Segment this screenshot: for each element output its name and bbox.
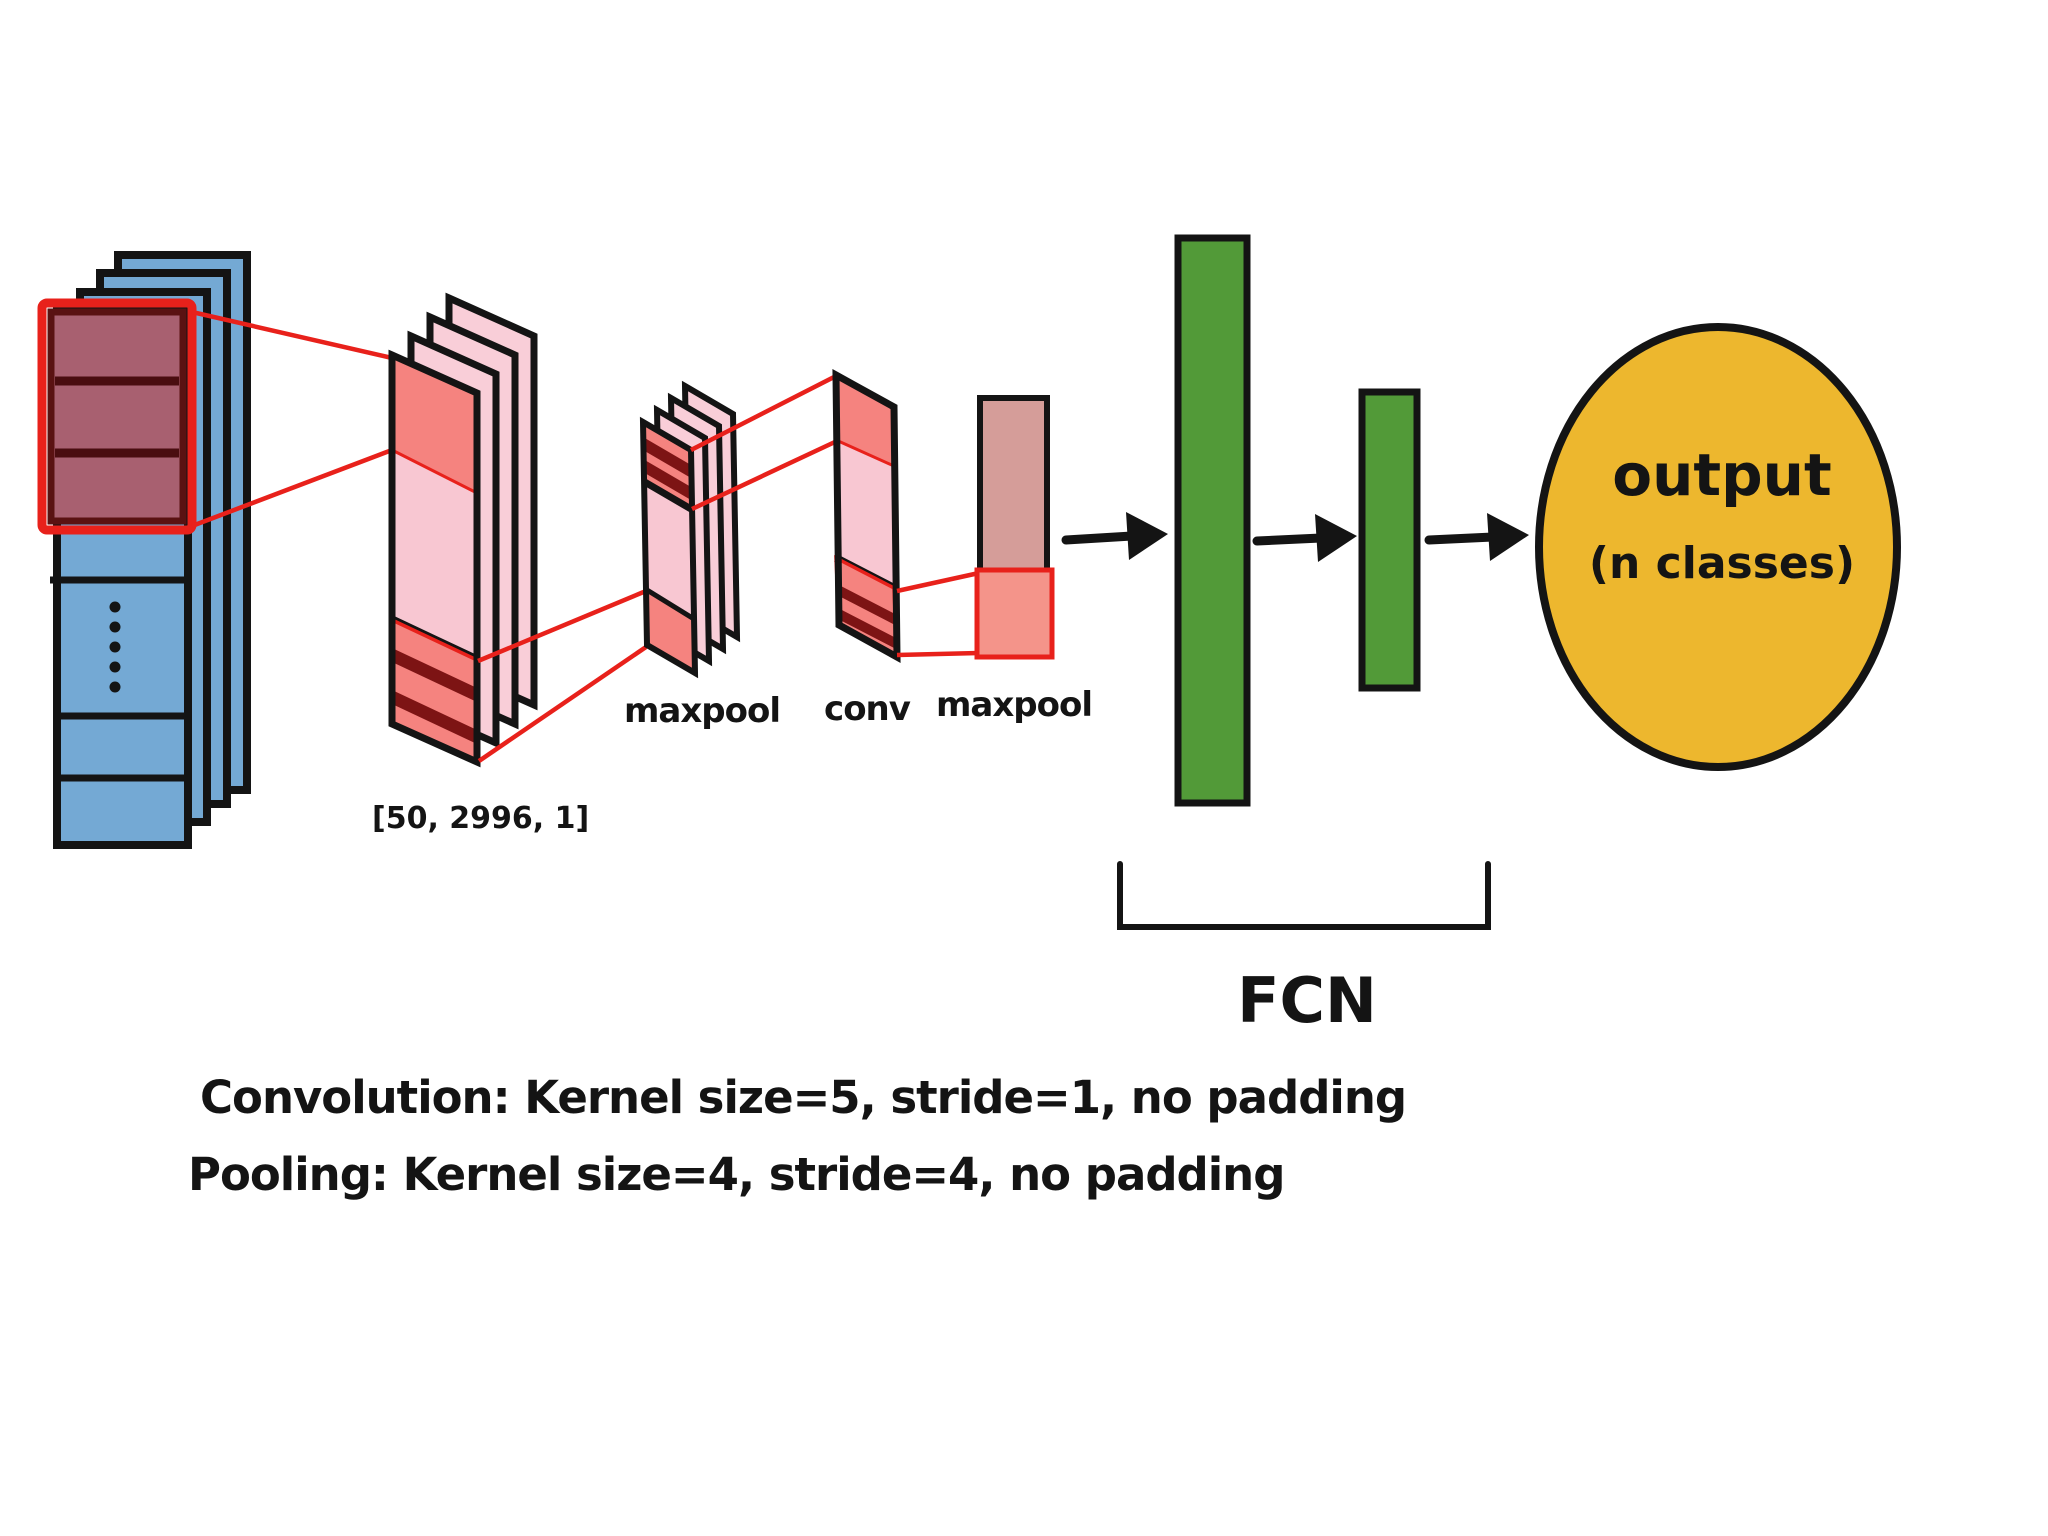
conv2-outline xyxy=(832,369,901,663)
projection-lines-input-to-conv1 xyxy=(191,309,393,529)
conv2-label: conv xyxy=(824,689,911,729)
fcn-bracket xyxy=(1117,861,1491,930)
hyperparameter-notes: Convolution: Kernel size=5, stride=1, no… xyxy=(188,1071,1407,1201)
projection-line xyxy=(896,650,980,658)
arrow-right-icon xyxy=(1061,512,1168,560)
fc-layer-2 xyxy=(1358,388,1421,692)
kernel-stripe xyxy=(643,459,691,500)
note-pooling: Pooling: Kernel size=4, stride=4, no pad… xyxy=(188,1148,1284,1201)
kernel-stripe xyxy=(392,648,477,702)
band-divider xyxy=(645,587,696,622)
note-convolution: Convolution: Kernel size=5, stride=1, no… xyxy=(200,1071,1406,1124)
projection-line xyxy=(477,588,647,664)
projection-line xyxy=(896,570,980,594)
projection-line xyxy=(477,645,648,763)
fc-layer-1 xyxy=(1174,234,1251,807)
kernel-stripe xyxy=(643,437,691,478)
projection-lines-conv2-to-maxpool2 xyxy=(896,570,980,658)
projection-lines-conv1-to-maxpool1 xyxy=(477,588,648,763)
output-label: output xyxy=(1612,441,1831,509)
projection-line xyxy=(191,447,393,529)
flow-arrows xyxy=(1061,512,1529,562)
ellipsis-dots-icon xyxy=(109,601,121,693)
maxpool1-label: maxpool xyxy=(624,691,780,731)
conv2-layer: conv xyxy=(824,369,912,729)
kernel-band-red-edge xyxy=(835,438,895,468)
maxpool2-pooled-region xyxy=(974,567,1055,660)
conv1-stack: [50, 2996, 1] xyxy=(372,292,589,836)
maxpool1-stack: maxpool xyxy=(624,380,781,731)
fc-layers: FCN xyxy=(1117,234,1491,1037)
output-node: output (n classes) xyxy=(1535,323,1901,771)
output-subtitle: (n classes) xyxy=(1589,538,1855,589)
receptive-field-fill xyxy=(47,308,187,525)
receptive-field-border xyxy=(37,298,197,535)
conv1-shape-label: [50, 2996, 1] xyxy=(372,801,589,836)
projection-line xyxy=(691,438,838,512)
fcn-label: FCN xyxy=(1237,964,1377,1037)
conv2-top-band xyxy=(836,375,894,466)
projection-lines-maxpool1-to-conv2 xyxy=(689,373,838,512)
maxpool1-front-outline xyxy=(639,416,699,679)
kernel-stripe xyxy=(392,690,477,744)
arrow-right-icon xyxy=(1252,514,1357,562)
band-divider xyxy=(641,477,693,513)
conv1-top-kernel-band xyxy=(392,355,477,493)
projection-line xyxy=(689,373,838,453)
arrow-right-icon xyxy=(1424,513,1529,561)
maxpool2-layer: maxpool xyxy=(936,395,1093,725)
projection-line xyxy=(191,309,393,361)
receptive-field-box xyxy=(37,298,197,535)
maxpool2-label: maxpool xyxy=(936,685,1092,725)
conv1-layer-1 xyxy=(388,349,481,768)
kernel-band-red-edge xyxy=(391,448,478,495)
maxpool1-layer-1 xyxy=(639,416,699,679)
kernel-stripe xyxy=(838,608,896,649)
kernel-stripe xyxy=(837,584,895,625)
output-ellipse xyxy=(1535,323,1901,771)
conv1-front-outline xyxy=(388,349,481,768)
